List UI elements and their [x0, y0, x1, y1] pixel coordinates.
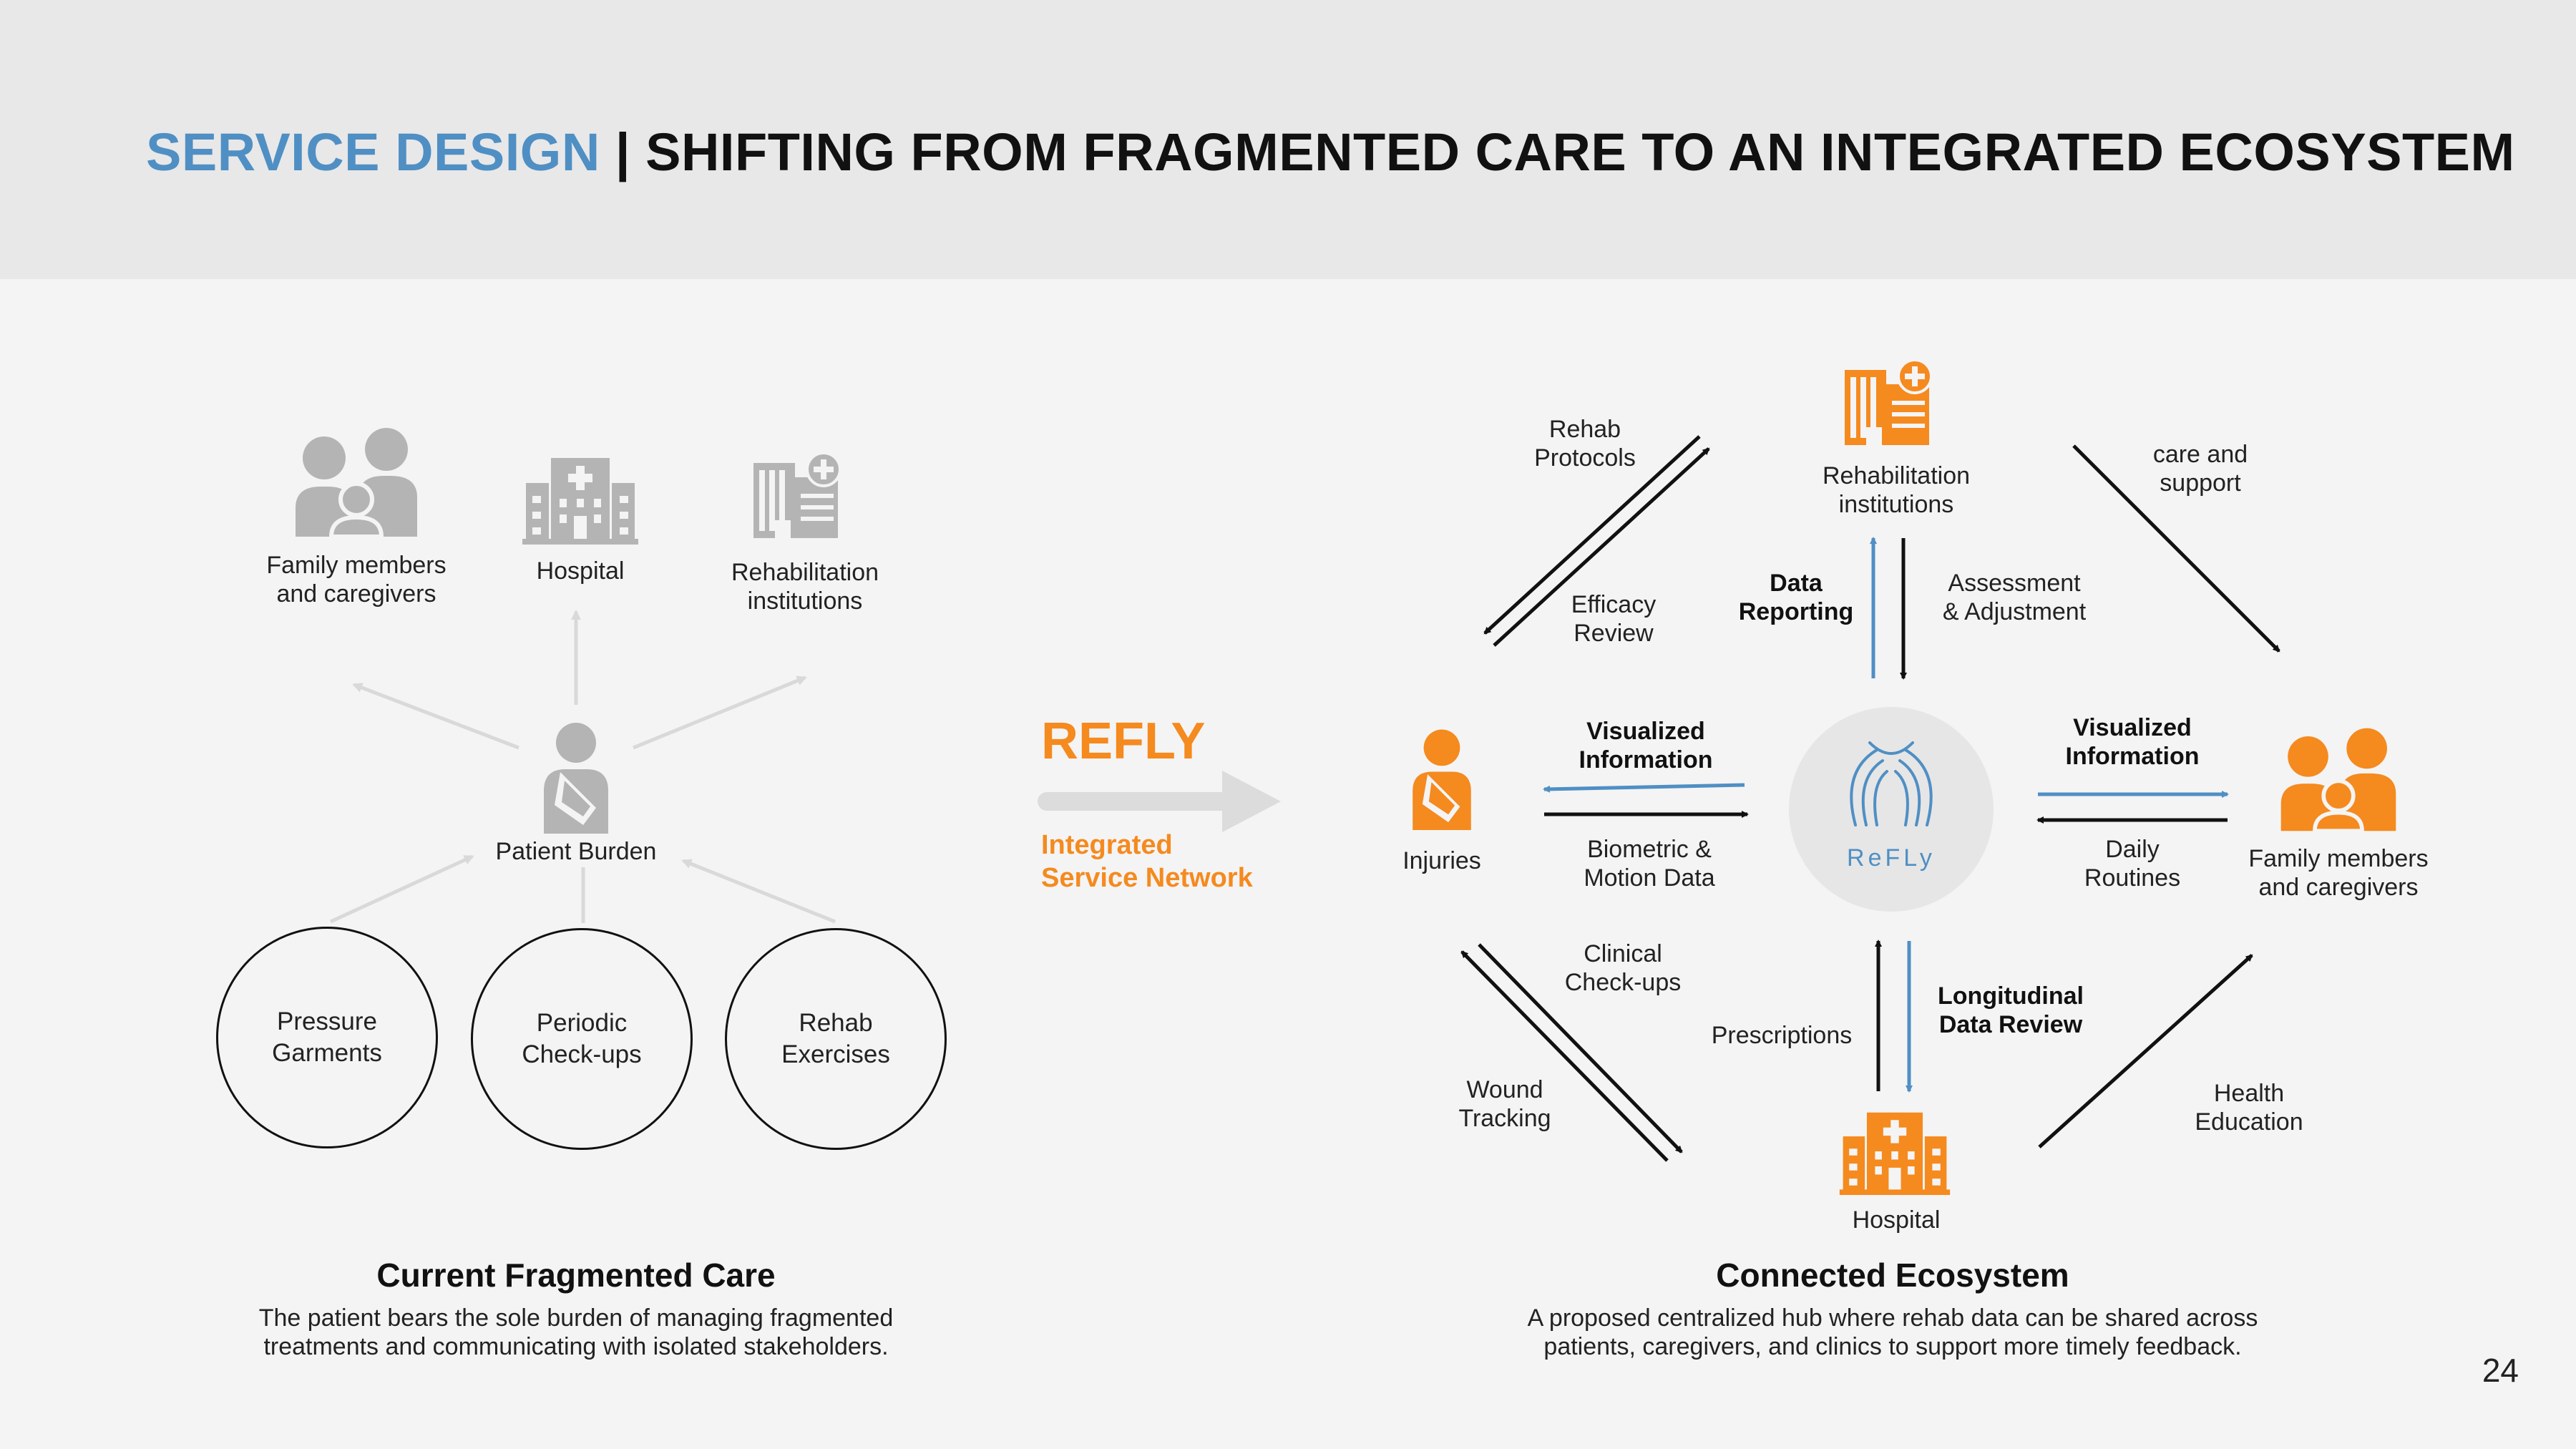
rehab-institution-icon-orange	[1845, 359, 1933, 445]
title-accent: SERVICE DESIGN	[146, 122, 600, 182]
arrow-wound-tracking	[1460, 950, 1669, 1162]
right-hospital-label: Hospital	[1852, 1206, 1941, 1234]
label-biometric: Biometric &Motion Data	[1584, 836, 1715, 892]
arrow-care-support	[2072, 444, 2280, 653]
label-prescriptions: Prescriptions	[1711, 1022, 1853, 1049]
integrated-network-arrowhead	[1222, 771, 1281, 832]
left-hospital-label: Hospital	[536, 557, 625, 585]
refly-brand-label: REFLY	[1041, 713, 1206, 770]
arrow-health-education	[2038, 954, 2253, 1148]
arrow-clinical-checkups	[1478, 943, 1683, 1153]
right-heading: Connected Ecosystem	[1716, 1257, 2069, 1294]
arrow-visualized-info-left	[1543, 783, 1745, 793]
refly-logo-icon	[1850, 741, 1933, 826]
hospital-icon-gray	[522, 458, 638, 545]
header-band	[0, 0, 2576, 279]
rehab-institution-icon-gray	[753, 452, 841, 538]
family-icon-orange	[2280, 728, 2396, 832]
arrow-exercises-to-patient	[681, 859, 836, 924]
patient-burden-label: Patient Burden	[495, 838, 657, 865]
hospital-icon-orange	[1839, 1112, 1951, 1195]
arrow-efficacy-review	[1493, 447, 1710, 647]
arrow-rehab-protocols	[1483, 435, 1701, 635]
patient-icon-gray	[544, 723, 608, 834]
page-number: 24	[2482, 1352, 2519, 1389]
injuries-patient-icon-orange	[1413, 729, 1471, 830]
arrow-patient-to-family	[352, 683, 519, 750]
page-title: SERVICE DESIGN | SHIFTING FROM FRAGMENTE…	[146, 120, 2515, 185]
refly-hub: ReFLy	[1789, 707, 1994, 912]
family-icon-gray	[296, 428, 417, 537]
arrow-garments-to-patient	[329, 854, 474, 924]
label-assessment: Assessment& Adjustment	[1942, 570, 2087, 625]
right-description: A proposed centralized hub where rehab d…	[1527, 1304, 2258, 1360]
arrow-patient-to-rehab	[633, 675, 807, 750]
left-heading: Current Fragmented Care	[376, 1257, 776, 1294]
left-description: The patient bears the sole burden of man…	[258, 1304, 894, 1360]
title-rest: | SHIFTING FROM FRAGMENTED CARE TO AN IN…	[600, 122, 2515, 182]
right-injuries-label: Injuries	[1402, 847, 1481, 874]
refly-hub-logo-text: ReFLy	[1847, 844, 1936, 872]
